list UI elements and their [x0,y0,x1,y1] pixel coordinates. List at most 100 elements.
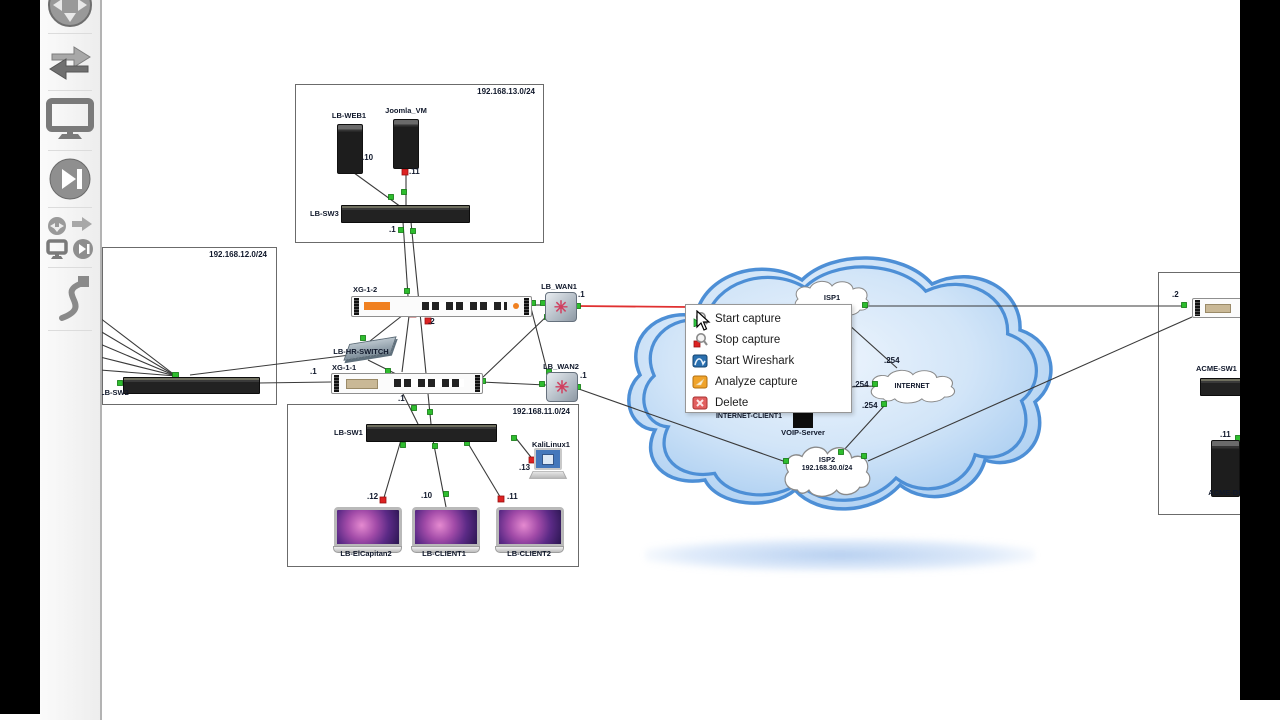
subnet-box-13 [295,84,544,243]
analyze-icon [692,375,708,388]
label-lb-client2: LB-CLIENT2 [507,549,551,558]
letterbox-right [1240,0,1280,700]
ip-xg11-bottom: .1 [398,394,405,403]
ip-xg11-left: .1 [310,367,317,376]
menu-item-start-wireshark[interactable]: Start Wireshark [686,350,851,371]
ip-254-c: .254 [862,401,878,410]
laptop-lb-client2[interactable] [495,507,564,553]
menu-item-label: Stop capture [715,333,781,346]
label-lb-hr-switch: LB-HR-SWITCH [333,347,389,356]
start-all-tool-icon[interactable] [40,157,100,201]
ip-client2: .11 [507,492,518,501]
wan-switch-lb-wan1[interactable]: ✳ [545,292,577,322]
label-lb-client1: LB-CLIENT1 [422,549,466,558]
subnet-box-11 [287,404,579,567]
label-acme-sw1: ACME-SW1 [1196,364,1237,373]
firewall-lcd [1205,304,1231,313]
wireshark-icon [692,354,708,367]
subnet-label-12: 192.168.12.0/24 [209,250,267,259]
label-isp1: ISP1 [823,293,841,302]
starburst-icon: ✳ [554,377,570,397]
add-link-tool-icon[interactable] [40,274,100,326]
label-lb-sw3: LB-SW3 [310,209,339,218]
menu-item-stop-capture[interactable]: Stop capture [686,329,851,350]
label-isp2-subnet: 192.168.30.0/24 [801,465,853,472]
switch-lb-sw1[interactable] [366,424,497,442]
pc-kalilinux1[interactable] [528,448,568,479]
rack-handle [475,375,480,392]
label-internet-client1: INTERNET-CLIENT1 [715,413,783,420]
switch-tool-icon[interactable] [40,42,100,84]
menu-item-label: Start capture [715,312,781,325]
wan-switch-lb-wan2[interactable]: ✳ [546,372,578,402]
ip-acme-fw: .2 [1172,290,1179,299]
laptop-screen [495,507,564,546]
subnet-label-11: 192.168.11.0/24 [512,407,570,416]
label-joomla: Joomla_VM [385,106,427,115]
ip-elcapitan: .12 [367,492,379,501]
firewall-lcd [346,379,378,389]
firewall-xg-1-2[interactable] [351,296,532,317]
menu-item-delete[interactable]: Delete [686,392,851,413]
rack-handle [524,298,529,315]
device-toolbar [40,0,102,720]
laptop-screen [333,507,402,546]
switch-lb-sw2[interactable] [123,377,260,394]
laptop-screen [411,507,480,546]
label-kalilinux1: KaliLinux1 [532,440,570,449]
firewall-accent [364,302,390,310]
ip-lb-web1: .10 [362,153,374,162]
ip-254-a: .254 [884,356,900,365]
laptop-base [495,546,564,553]
link-lines[interactable] [99,167,1193,508]
mouse-cursor [696,310,711,331]
monitor-icon [534,448,562,470]
menu-item-label: Analyze capture [715,375,798,388]
capture-stop-icon [693,332,708,347]
firewall-xg-1-1[interactable] [331,373,483,394]
label-lb-web1: LB-WEB1 [331,111,367,120]
menu-item-analyze-capture[interactable]: Analyze capture [686,371,851,392]
laptop-base [333,546,402,553]
ip-joomla: .11 [409,167,420,176]
router-tool-icon[interactable] [40,0,100,28]
ip-sw3-gw: .1 [389,225,396,234]
firewall-ports [394,379,464,387]
all-devices-tool-icon[interactable] [40,215,100,263]
rack-handle [354,298,359,315]
starburst-icon: ✳ [553,297,569,317]
ip-wan2: .1 [580,371,587,380]
keyboard-icon [528,470,568,479]
cloud-reflection [645,538,1035,572]
server-acme-dc[interactable] [1211,440,1240,497]
led [513,303,519,309]
firewall-acme[interactable] [1192,298,1246,318]
letterbox-left [0,0,40,714]
menu-item-label: Delete [715,396,749,409]
delete-icon [692,396,708,409]
server-lb-web1[interactable] [337,124,363,174]
rack-handle [334,375,339,392]
laptop-lb-client1[interactable] [411,507,480,553]
subnet-label-13: 192.168.13.0/24 [477,87,535,96]
server-joomla-vm[interactable] [393,119,419,169]
menu-item-label: Start Wireshark [715,354,795,367]
voip-server[interactable] [793,409,813,428]
ip-client1: .10 [421,491,433,500]
rack-handle [1195,300,1200,316]
active-port-dots [117,189,1241,497]
ip-acme-dc: .11 [1220,430,1231,439]
laptop-lb-elcapitan2[interactable] [333,507,402,553]
ip-kali: .13 [519,463,531,472]
captured-link-line[interactable] [574,305,689,308]
label-lb-elcapitan2: LB-ElCapitan2 [340,549,392,558]
link-context-menu: Start capture Stop capture Start Wiresha… [685,304,852,413]
label-isp2: ISP2 [818,455,836,464]
end-device-tool-icon[interactable] [40,98,100,142]
ip-xg12: .2 [428,317,435,326]
laptop-base [411,546,480,553]
switch-lb-sw3[interactable] [341,205,470,223]
label-voip-server: VOIP-Server [781,428,825,437]
